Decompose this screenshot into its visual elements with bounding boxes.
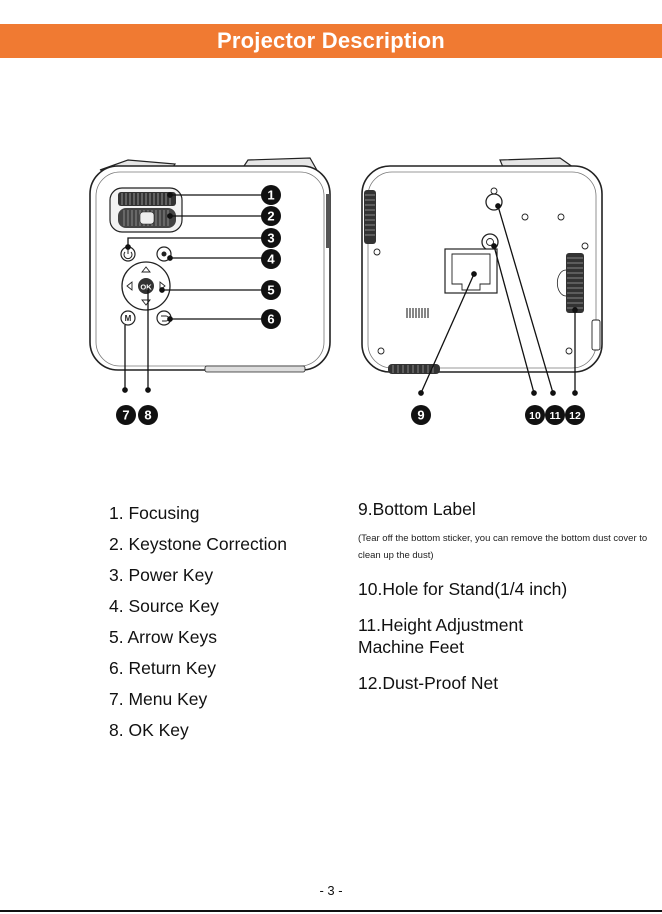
parts-list-left: 1. Focusing 2. Keystone Correction 3. Po… — [109, 498, 349, 746]
part-source-key: 4. Source Key — [109, 596, 219, 616]
callout-9: 9 — [417, 408, 424, 423]
parts-list-right: 9.Bottom Label (Tear off the bottom stic… — [358, 498, 658, 694]
projector-diagram: OK M 1 2 3 4 5 6 7 — [89, 157, 603, 425]
ok-key-label: OK — [140, 283, 152, 292]
part-hole-for-stand: 10.Hole for Stand(1/4 inch) — [358, 579, 568, 599]
callout-2: 2 — [267, 209, 274, 224]
callouts-bottom-view: 9 10 11 12 — [411, 405, 585, 425]
callout-3: 3 — [267, 231, 274, 246]
callout-11: 11 — [549, 410, 560, 422]
callout-1: 1 — [267, 188, 274, 203]
part-height-adjustment: 11.Height Adjustment — [358, 615, 524, 635]
projector-top-view: OK M — [89, 157, 331, 393]
callout-8: 8 — [144, 408, 151, 423]
part-keystone-correction: 2. Keystone Correction — [109, 534, 288, 554]
part-arrow-keys: 5. Arrow Keys — [109, 627, 217, 647]
page-number: - 3 - — [319, 883, 343, 898]
projector-bottom-view — [361, 157, 603, 396]
part-dust-proof-net: 12.Dust-Proof Net — [358, 673, 499, 693]
callout-10: 10 — [529, 410, 541, 422]
part-bottom-label: 9.Bottom Label — [358, 499, 476, 519]
callouts-top-view: 1 2 3 4 5 6 7 8 — [116, 185, 281, 425]
header-bar: Projector Description — [0, 24, 662, 58]
callout-5: 5 — [267, 283, 274, 298]
menu-key-label: M — [125, 314, 132, 323]
part-menu-key: 7. Menu Key — [109, 689, 208, 709]
callout-12: 12 — [569, 410, 581, 422]
part-height-adjustment-line2: Machine Feet — [358, 637, 465, 657]
part-power-key: 3. Power Key — [109, 565, 214, 585]
page-title: Projector Description — [217, 28, 445, 53]
part-bottom-label-note: (Tear off the bottom sticker, you can re… — [358, 533, 648, 561]
callout-7: 7 — [122, 408, 129, 423]
footer-divider — [0, 910, 662, 912]
part-return-key: 6. Return Key — [109, 658, 216, 678]
part-ok-key: 8. OK Key — [109, 720, 189, 740]
callout-4: 4 — [267, 252, 275, 267]
part-focusing: 1. Focusing — [109, 503, 200, 523]
callout-6: 6 — [267, 312, 274, 327]
